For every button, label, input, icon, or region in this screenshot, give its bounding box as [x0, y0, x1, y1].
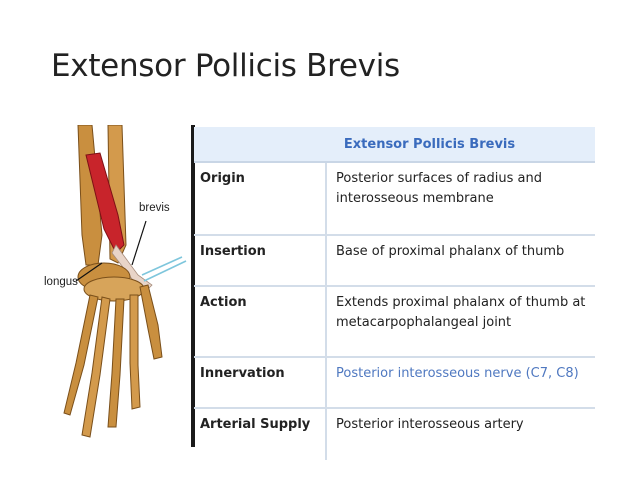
row-label: Action [194, 286, 327, 358]
row-value: Posterior interosseous artery [336, 417, 524, 432]
finger-4 [129, 294, 141, 410]
row-label: Insertion [194, 235, 327, 287]
table-row-arterial-supply: Arterial Supply Posterior interosseous a… [194, 408, 595, 460]
muscle-info-table: Extensor Pollicis Brevis Origin Posterio… [194, 127, 595, 460]
finger-1 [63, 294, 99, 416]
brevis-pointer [131, 220, 147, 266]
tendon-highlight-2 [143, 260, 187, 282]
row-label: Origin [194, 162, 327, 236]
table-row-origin: Origin Posterior surfaces of radius and … [194, 162, 595, 236]
table-row-action: Action Extends proximal phalanx of thumb… [194, 286, 595, 358]
anatomy-svg: brevis longus [44, 125, 195, 447]
row-label: Innervation [194, 357, 327, 409]
forearm-hand-illustration: brevis longus [42, 125, 197, 450]
extensor-muscle [85, 152, 125, 254]
table-header: Extensor Pollicis Brevis [194, 127, 595, 163]
row-label: Arterial Supply [194, 408, 327, 460]
thumb [139, 284, 163, 360]
row-value: Extends proximal phalanx of thumb at met… [326, 286, 595, 358]
finger-2 [81, 296, 111, 438]
slide-title: Extensor Pollicis Brevis [51, 48, 400, 84]
longus-pointer [75, 262, 103, 282]
brevis-label: brevis [139, 202, 170, 214]
longus-label: longus [44, 276, 78, 288]
table-row-insertion: Insertion Base of proximal phalanx of th… [194, 235, 595, 287]
row-value-link[interactable]: Posterior interosseous nerve (C7, C8) [326, 357, 595, 409]
row-value: Base of proximal phalanx of thumb [326, 235, 595, 287]
row-value: Posterior surfaces of radius and interos… [326, 162, 595, 236]
figure-divider [191, 125, 195, 447]
tendon-highlight [141, 256, 183, 276]
finger-3 [107, 298, 125, 428]
table-row-innervation: Innervation Posterior interosseous nerve… [194, 357, 595, 409]
